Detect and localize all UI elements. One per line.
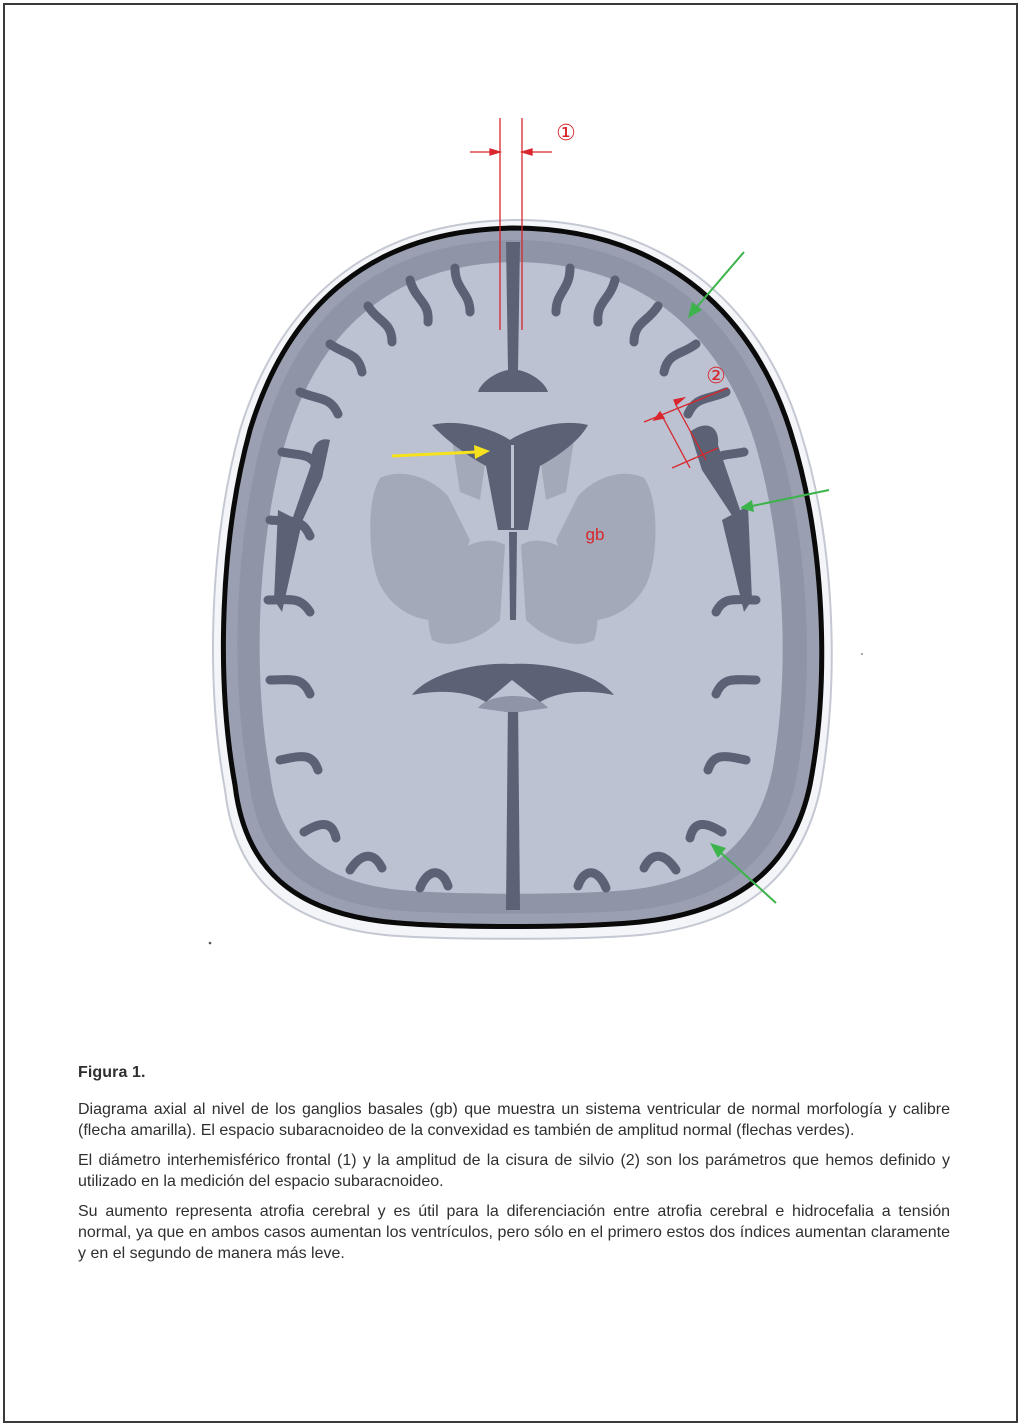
caption-paragraph-3: Su aumento representa atrofia cerebral y… [78,1201,950,1264]
basal-ganglia-label: gb [586,525,605,544]
figure-caption: Figura 1. Diagrama axial al nivel de los… [78,1064,950,1273]
occipital-interhemispheric-fissure [506,700,520,910]
brain-axial-diagram: ① ② gb [0,0,1025,980]
third-ventricle [509,532,517,620]
measurement-label-2: ② [706,364,726,389]
measurement-label-1: ① [556,121,576,146]
septum [511,445,514,528]
caption-title: Figura 1. [78,1064,950,1082]
white-matter [260,262,783,894]
caption-paragraph-2: El diámetro interhemisférico frontal (1)… [78,1150,950,1192]
caption-paragraph-1: Diagrama axial al nivel de los ganglios … [78,1099,950,1141]
speck-left [209,942,212,945]
speck-right [861,653,863,655]
